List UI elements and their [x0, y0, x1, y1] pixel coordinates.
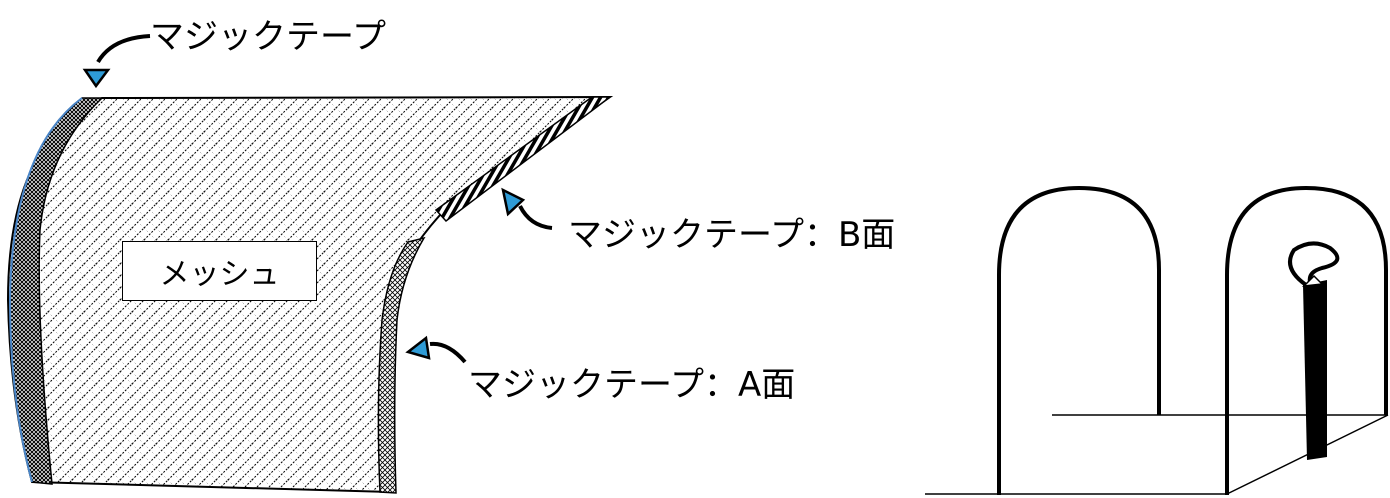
tape-top-label: マジックテープ — [150, 17, 386, 57]
tape-strip-b — [434, 96, 613, 223]
arch-left — [997, 185, 1161, 495]
callout-arrow-a — [405, 335, 467, 364]
callout-arrow-b — [501, 187, 553, 230]
tape-a-label: マジックテープ：A面 — [468, 365, 796, 405]
mesh-label-box: メッシュ — [122, 241, 317, 301]
callout-arrow-top — [82, 34, 151, 89]
tape-strip-left-edge — [8, 97, 83, 483]
tape-b-label: マジックテープ：B面 — [568, 215, 896, 255]
arch-right — [1225, 185, 1388, 495]
tape-strip-a — [377, 236, 426, 494]
arch-structure — [925, 185, 1389, 495]
mesh-label: メッシュ — [159, 257, 280, 292]
hanging-strap — [1288, 241, 1340, 460]
